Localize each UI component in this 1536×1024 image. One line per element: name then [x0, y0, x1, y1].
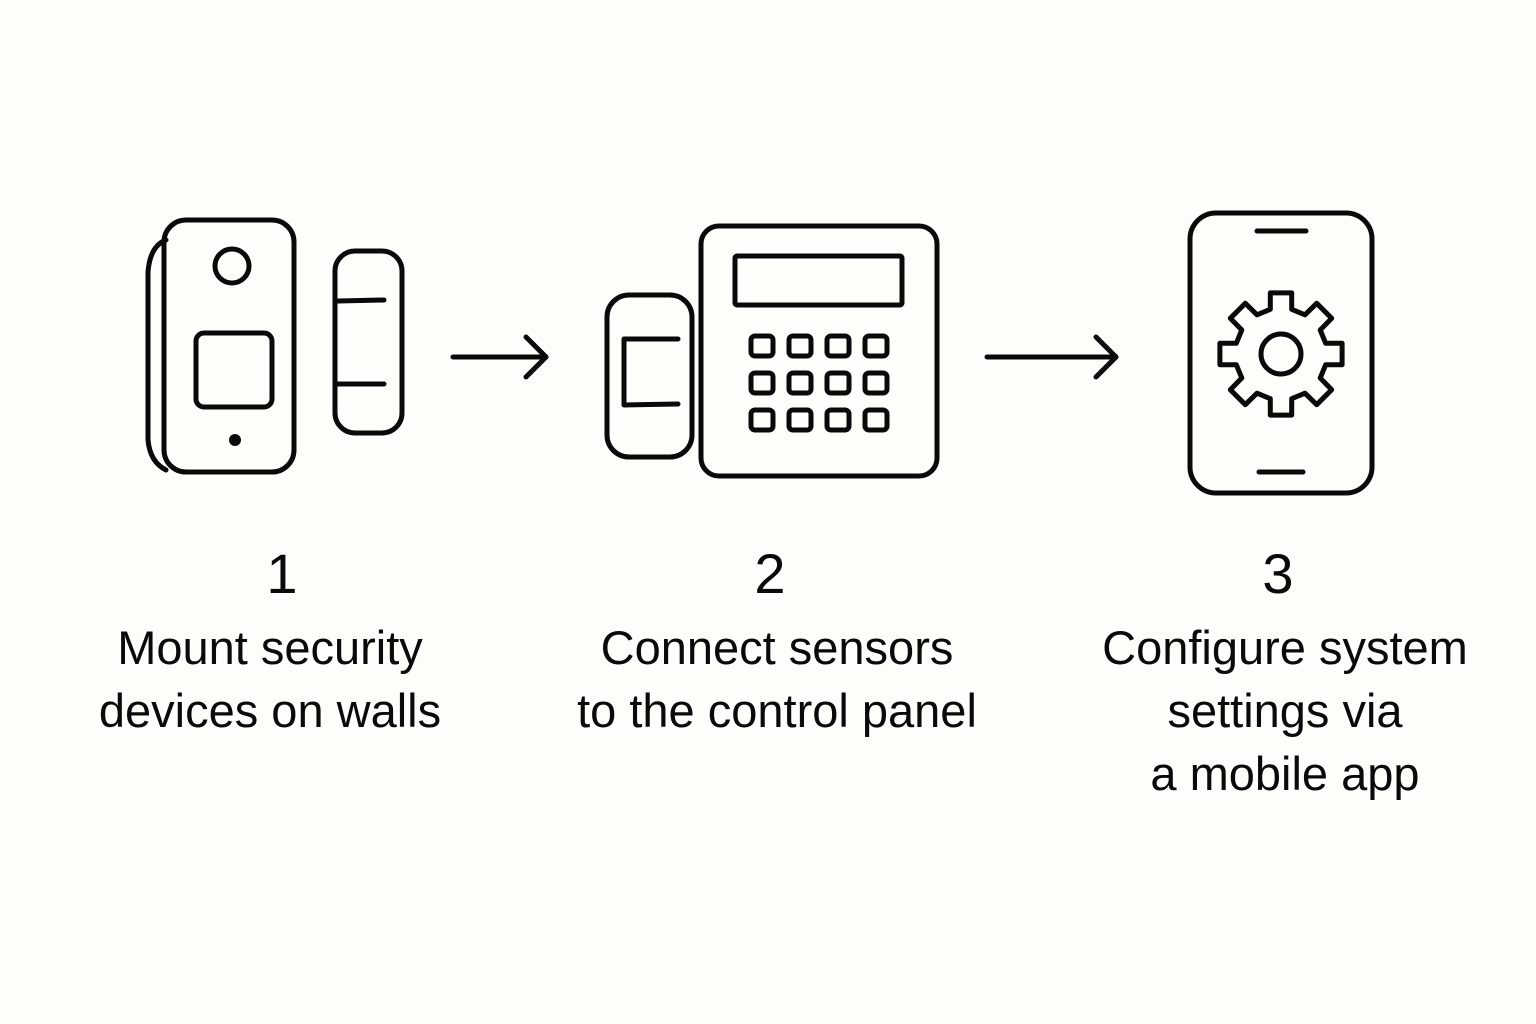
keypad-key [824, 407, 852, 433]
step-description-2: Connect sensors to the control panel [577, 621, 977, 737]
smartphone-settings-icon [1185, 208, 1377, 498]
keypad-key [824, 370, 852, 396]
keypad-key [748, 370, 776, 396]
step-description-3: Configure system settings via a mobile a… [1102, 621, 1468, 800]
keypad-key [786, 370, 814, 396]
keypad-key [862, 333, 890, 359]
step-description-1: Mount security devices on walls [98, 621, 442, 737]
step-number-3: 3 [1262, 542, 1294, 605]
step-number-1: 1 [266, 542, 298, 605]
keypad-key [824, 333, 852, 359]
alarm-control-panel-icon [600, 220, 945, 485]
keypad-key [748, 333, 776, 359]
door-window-sensor-icon [140, 212, 420, 482]
keypad-key [786, 333, 814, 359]
arrow-right-icon [984, 332, 1124, 387]
gear-icon [1217, 290, 1345, 418]
keypad-key [862, 370, 890, 396]
keypad-key [862, 407, 890, 433]
keypad-key [748, 407, 776, 433]
arrow-right-icon [450, 332, 554, 387]
keypad-key [786, 407, 814, 433]
step-number-2: 2 [754, 542, 786, 605]
